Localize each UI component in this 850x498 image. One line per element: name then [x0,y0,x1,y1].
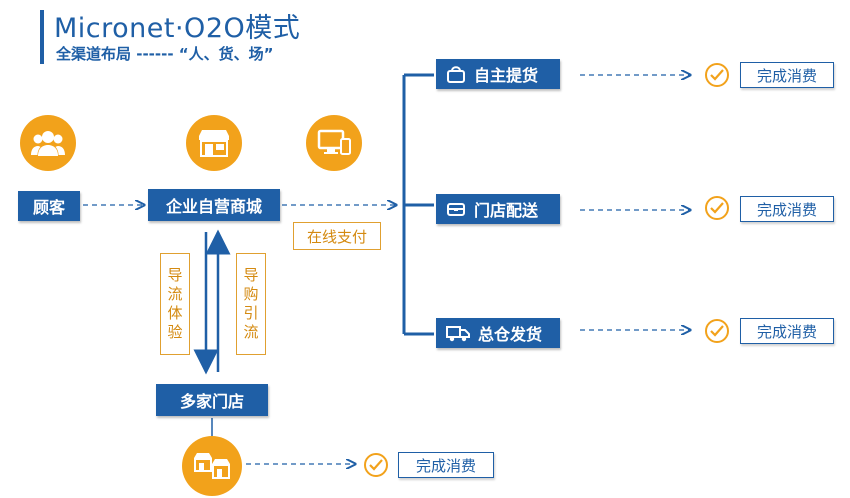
storefront-icon [186,115,242,171]
stores-node: 多家门店 [156,384,268,416]
page-title: Micronet·O2O模式 [54,13,301,44]
title-accent-bar [40,10,44,64]
guide-experience-label: 导 流 体 验 [160,253,190,355]
result-box-delivery: 完成消费 [740,196,834,222]
checkmark-icon [705,319,729,343]
shopping-bag-icon [446,65,466,83]
result-box-stores: 完成消费 [398,452,494,478]
online-pay-label: 在线支付 [293,222,381,250]
result-box-pickup: 完成消费 [740,62,834,88]
checkmark-icon [364,453,388,477]
channel-self-pickup: 自主提货 [436,59,560,89]
page-subtitle: 全渠道布局 ------ “人、货、场” [56,45,274,63]
result-box-warehouse: 完成消费 [740,318,834,344]
devices-icon [306,115,362,171]
customer-node: 顾客 [18,191,80,221]
truck-icon [446,324,470,342]
stores-icon [182,436,242,496]
mall-node: 企业自营商城 [148,189,280,221]
channel-store-delivery: 门店配送 [436,194,560,224]
guide-purchase-label: 导 购 引 流 [236,253,266,355]
customers-icon [20,115,76,171]
channel-warehouse-shipping: 总仓发货 [436,318,560,348]
checkmark-icon [705,196,729,220]
delivery-box-icon [446,200,466,218]
checkmark-icon [705,63,729,87]
